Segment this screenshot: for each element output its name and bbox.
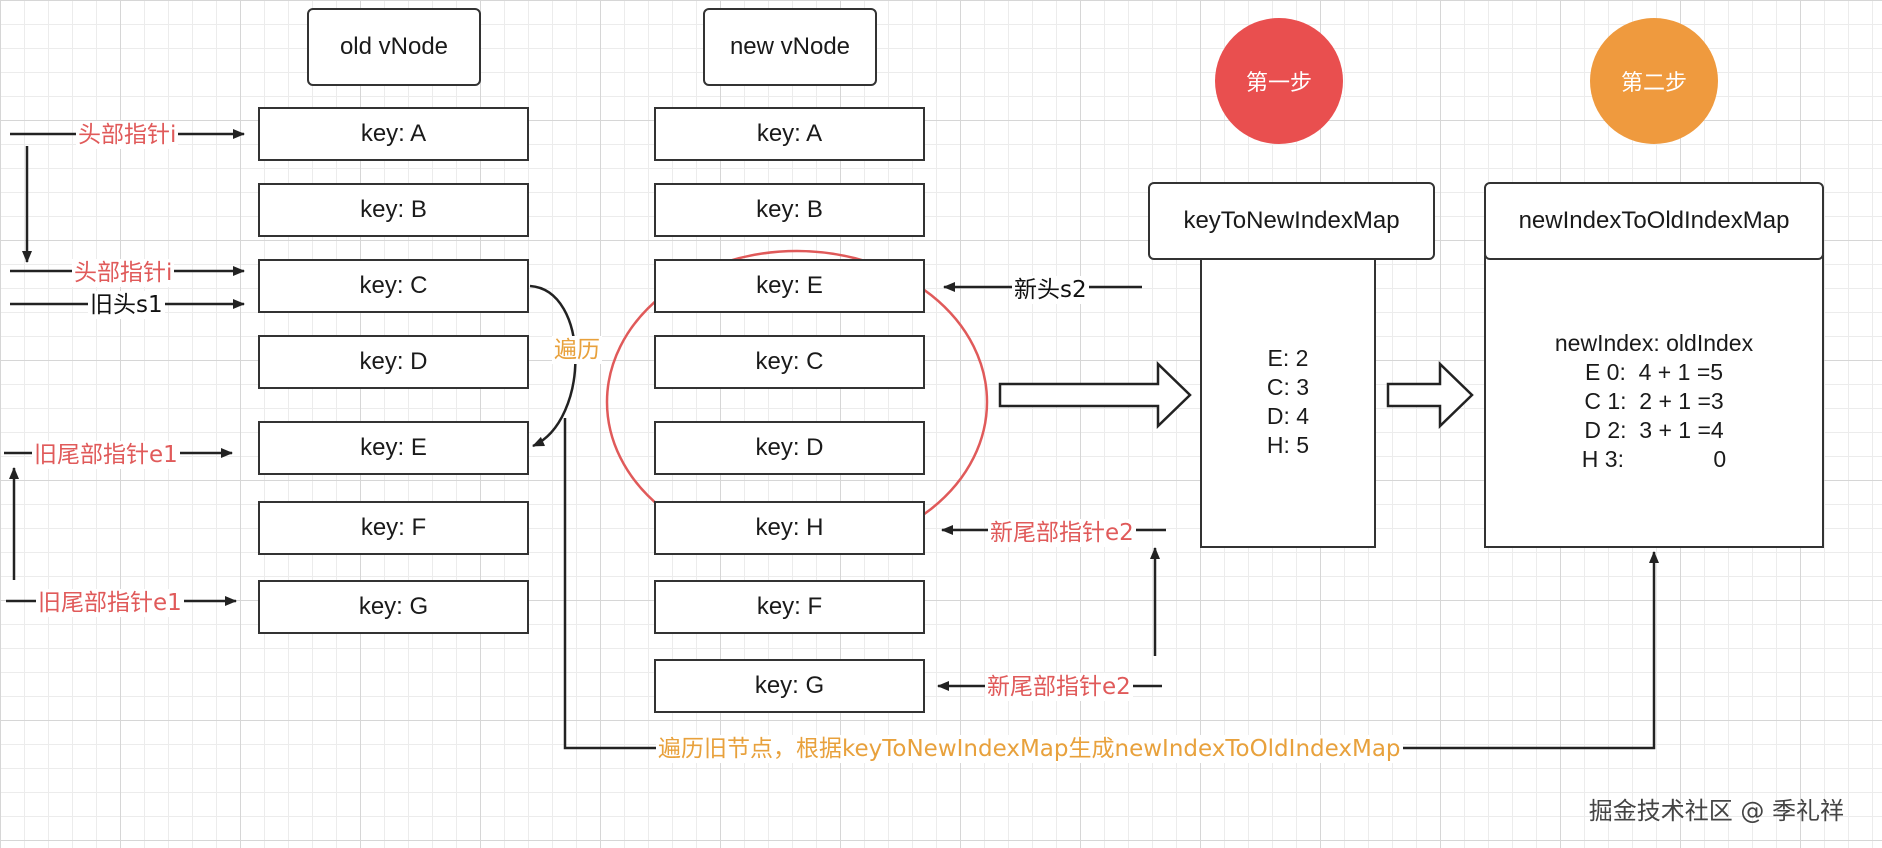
key-to-new-index-row: E: 2	[1267, 344, 1309, 371]
old-vnode-title: old vNode	[307, 8, 481, 86]
old-tail-label-2: 旧尾部指针e1	[36, 589, 184, 617]
watermark: 掘金技术社区 @ 季礼祥	[1588, 797, 1844, 825]
new-vnode-key-f: key: F	[654, 580, 925, 634]
new-vnode-key-e: key: E	[654, 259, 925, 313]
new-vnode-key-b: key: B	[654, 183, 925, 237]
old-vnode-key-f: key: F	[258, 501, 529, 555]
old-vnode-key-g: key: G	[258, 580, 529, 634]
new-index-to-old-index-map-body: newIndex: oldIndex E 0: 4 + 1 =5 C 1: 2 …	[1484, 255, 1824, 548]
head-pointer-label-1: 头部指针i	[76, 121, 179, 149]
new-tail-label-2: 新尾部指针e2	[985, 673, 1133, 701]
new-vnode-key-c: key: C	[654, 335, 925, 389]
key-to-new-index-row: C: 3	[1266, 373, 1310, 400]
new-index-to-old-index-row: D 2: 3 + 1 =4	[1584, 417, 1724, 443]
step2-badge: 第二步	[1590, 18, 1718, 144]
bottom-note-label: 遍历旧节点，根据keyToNewIndexMap生成newIndexToOldI…	[656, 735, 1403, 763]
key-to-new-index-map-body: E: 2 C: 3 D: 4 H: 5	[1200, 255, 1376, 548]
old-tail-label-1: 旧尾部指针e1	[32, 441, 180, 469]
key-to-new-index-row: D: 4	[1266, 402, 1310, 429]
new-vnode-title: new vNode	[703, 8, 877, 86]
new-vnode-key-g: key: G	[654, 659, 925, 713]
step1-badge: 第一步	[1215, 18, 1343, 144]
block-arrow-2	[1386, 361, 1474, 429]
new-tail-label-1: 新尾部指针e2	[988, 519, 1136, 547]
new-index-to-old-index-row: C 1: 2 + 1 =3	[1584, 388, 1724, 414]
new-vnode-key-h: key: H	[654, 501, 925, 555]
key-to-new-index-row: H: 5	[1266, 431, 1310, 458]
traverse-label: 遍历	[552, 336, 602, 364]
old-vnode-key-d: key: D	[258, 335, 529, 389]
new-index-to-old-index-row: H 3: 0	[1581, 446, 1727, 472]
old-vnode-key-b: key: B	[258, 183, 529, 237]
new-index-to-old-index-row: E 0: 4 + 1 =5	[1584, 359, 1724, 385]
new-index-to-old-index-header: newIndex: oldIndex	[1554, 330, 1754, 356]
new-vnode-key-a: key: A	[654, 107, 925, 161]
new-vnode-key-d: key: D	[654, 421, 925, 475]
block-arrow-1	[998, 361, 1192, 429]
old-head-label: 旧头s1	[88, 291, 165, 319]
old-vnode-key-a: key: A	[258, 107, 529, 161]
head-pointer-label-2: 头部指针i	[72, 259, 175, 287]
traverse-curve	[529, 284, 577, 448]
old-vnode-key-c: key: C	[258, 259, 529, 313]
key-to-new-index-map-title: keyToNewIndexMap	[1148, 182, 1435, 260]
new-index-to-old-index-map-title: newIndexToOldIndexMap	[1484, 182, 1824, 260]
new-head-label: 新头s2	[1012, 276, 1089, 304]
old-vnode-key-e: key: E	[258, 421, 529, 475]
